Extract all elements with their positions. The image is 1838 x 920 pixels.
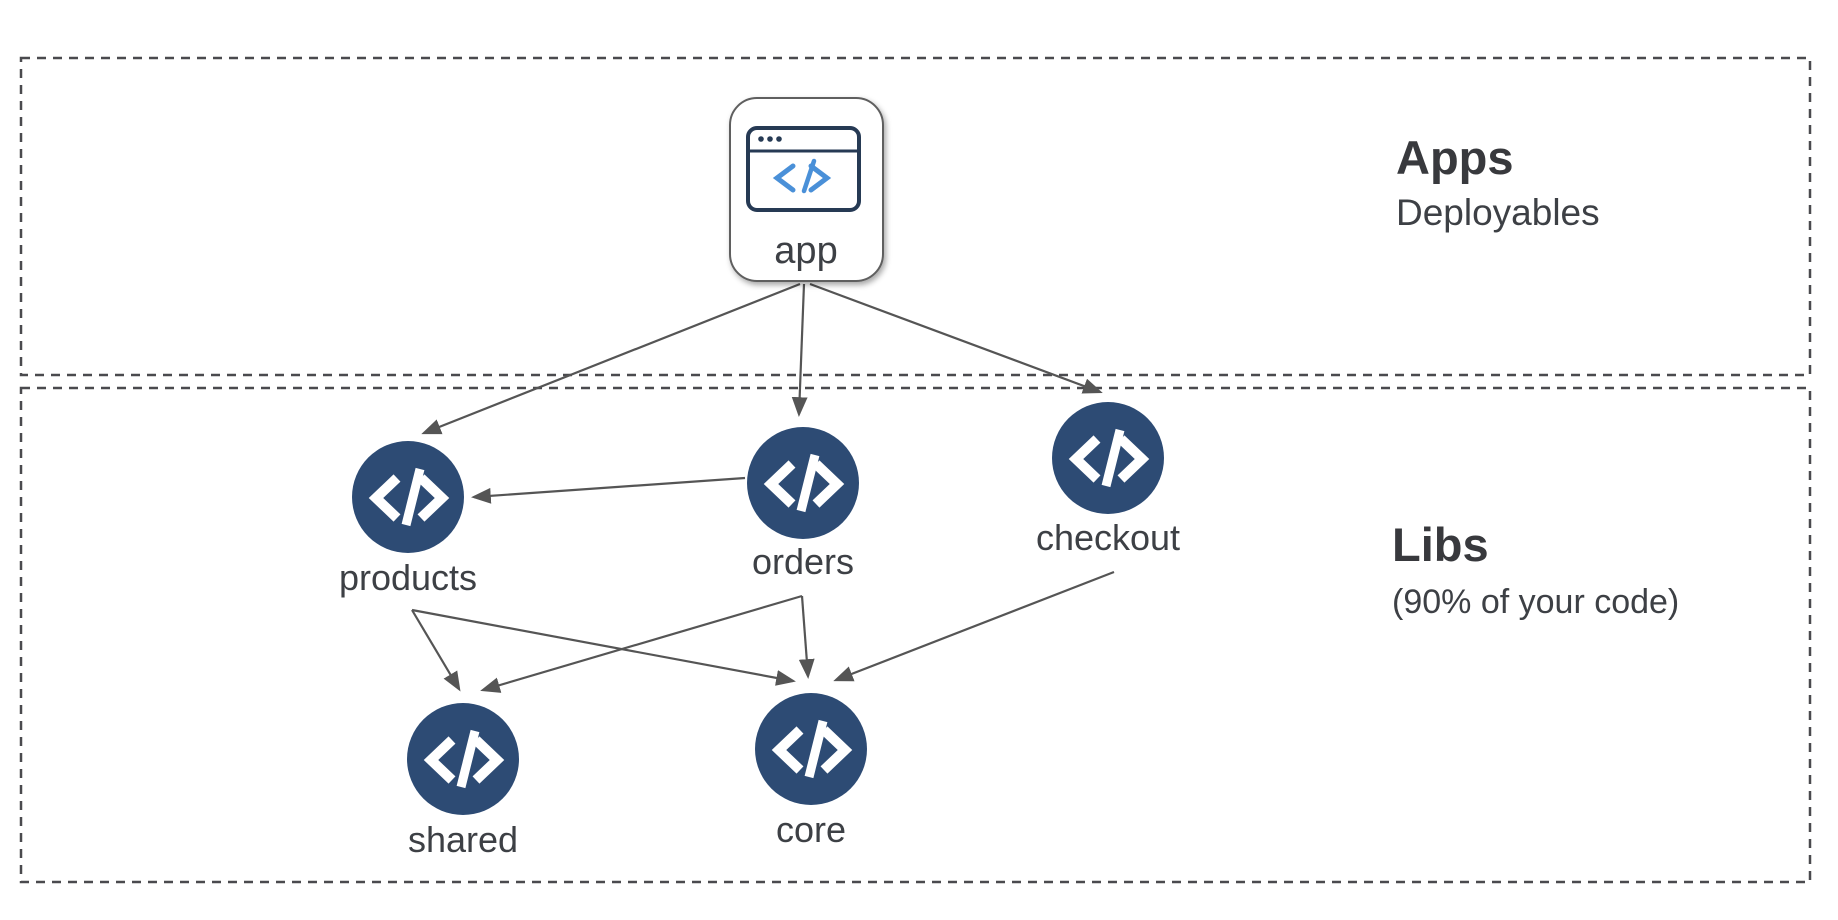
lib-node-core: core <box>755 693 867 850</box>
edge-app-to-products <box>421 282 801 435</box>
dependency-edges <box>411 282 1115 693</box>
lib-node-label-checkout: checkout <box>1036 517 1180 558</box>
lib-node-checkout: checkout <box>1036 402 1180 558</box>
lib-nodes: products orders checkout shared core <box>339 402 1180 860</box>
lib-node-label-shared: shared <box>408 819 518 860</box>
edge-app-to-checkout <box>809 282 1103 394</box>
app-node: app <box>729 97 884 282</box>
edge-products-to-core <box>411 608 796 686</box>
apps-section-box <box>19 56 1812 377</box>
libs-section-box <box>19 386 1812 884</box>
lib-node-products: products <box>339 441 477 598</box>
lib-node-orders: orders <box>747 427 859 582</box>
apps-section-title: Apps <box>1396 131 1514 184</box>
lib-node-label-orders: orders <box>752 541 854 582</box>
lib-node-label-products: products <box>339 557 477 598</box>
edge-products-to-shared <box>411 609 461 692</box>
app-node-label: app <box>774 230 837 272</box>
apps-section-subtitle: Deployables <box>1396 192 1600 233</box>
edge-orders-to-shared <box>480 594 803 693</box>
libs-section-subtitle: (90% of your code) <box>1392 583 1680 621</box>
libs-section-title: Libs <box>1392 518 1489 571</box>
edge-orders-to-products <box>471 476 746 504</box>
edge-app-to-orders <box>791 283 808 417</box>
lib-node-shared: shared <box>407 703 519 860</box>
edge-checkout-to-core <box>833 570 1115 682</box>
browser-code-icon <box>746 126 861 212</box>
lib-node-label-core: core <box>776 809 846 850</box>
edge-orders-to-core <box>798 595 815 679</box>
